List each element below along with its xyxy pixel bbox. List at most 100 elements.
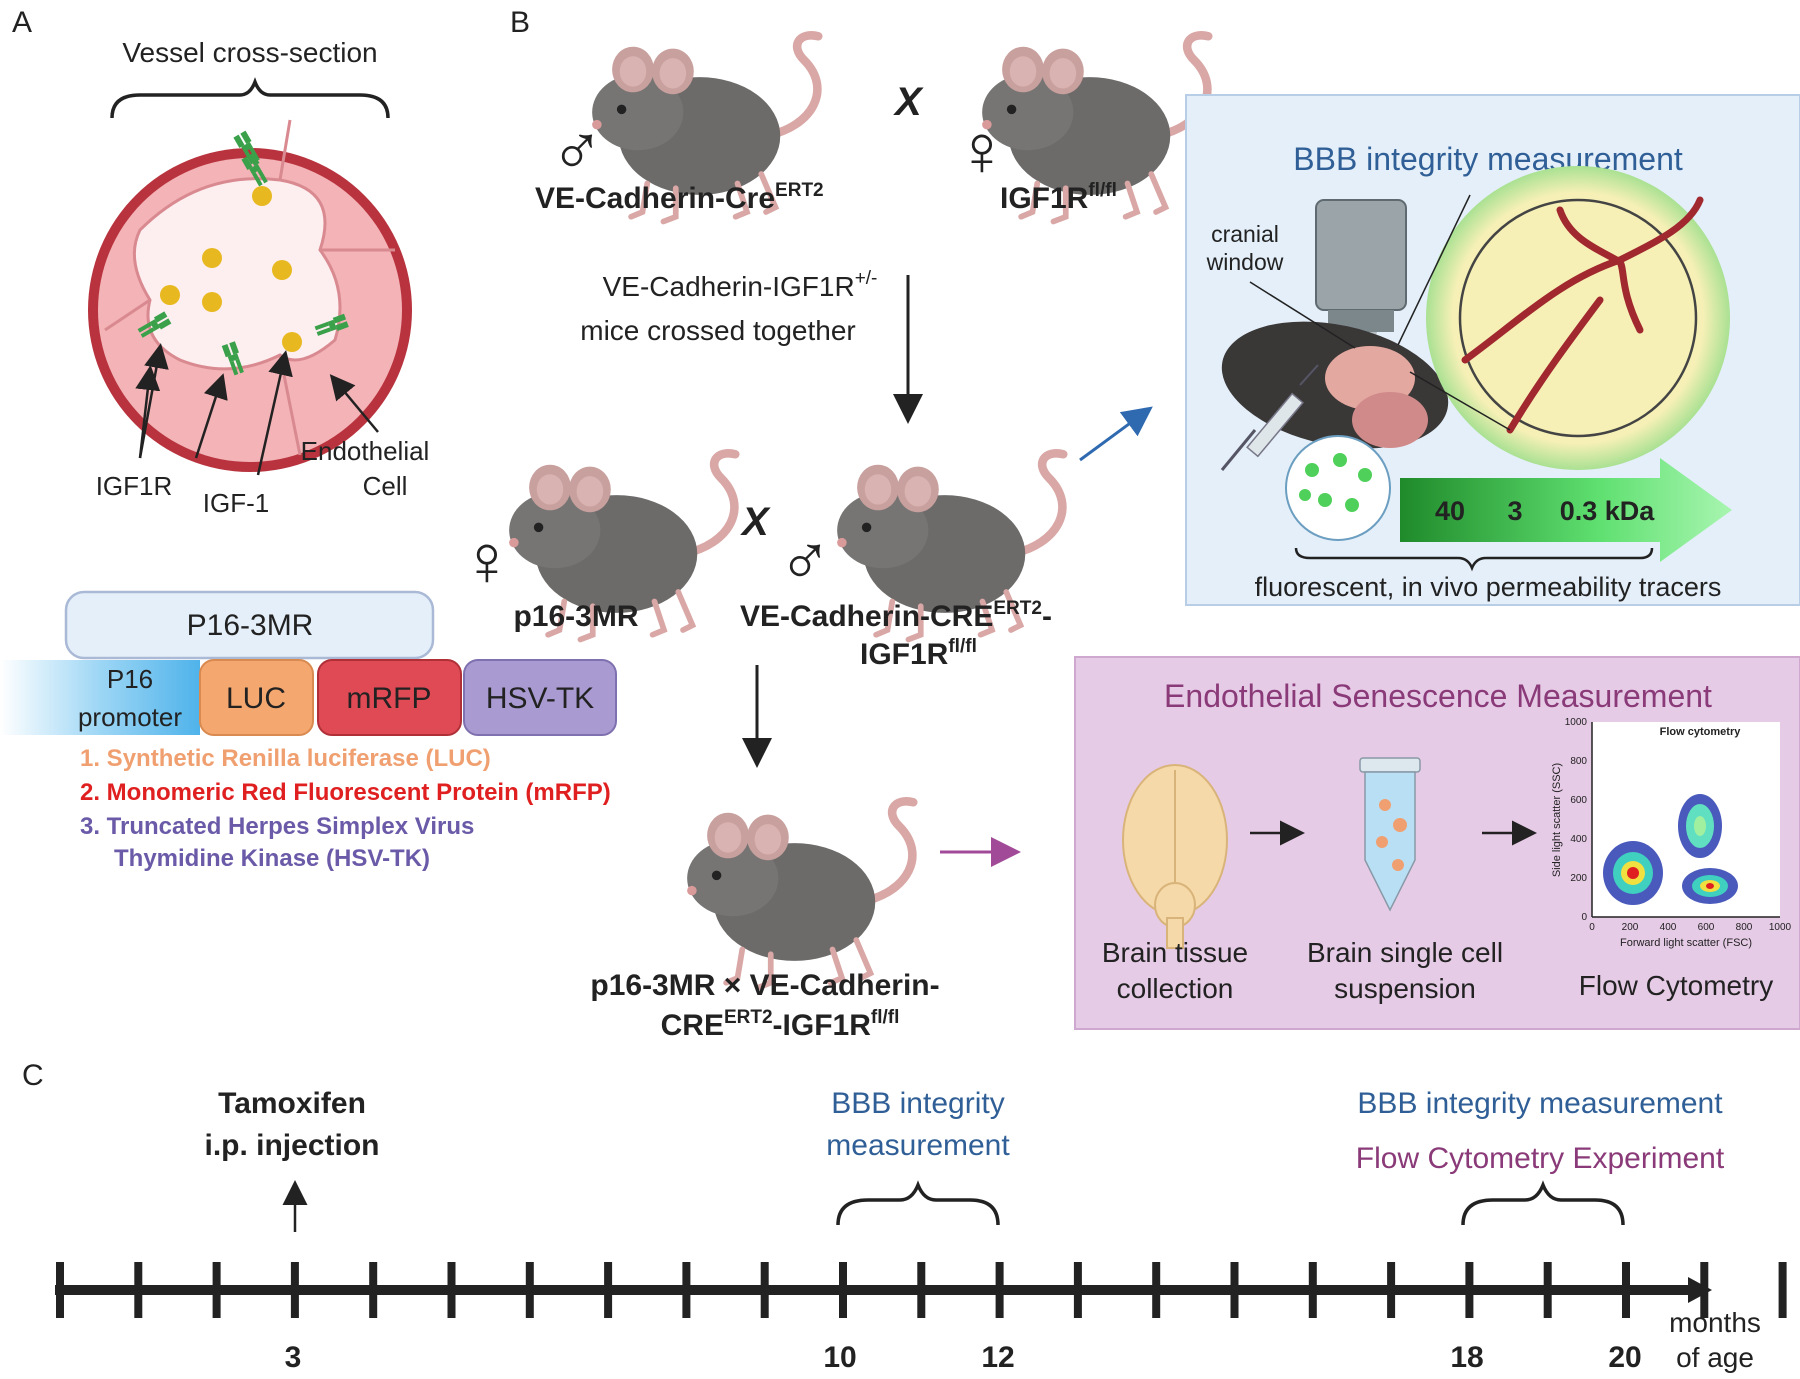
tick-label-10: 10 — [823, 1341, 856, 1374]
final-line2-sup2: fl/fl — [871, 1007, 900, 1028]
y-tick-0: 0 — [1581, 912, 1587, 923]
bbb-late-label: BBB integrity measurement — [1357, 1087, 1723, 1120]
x-tick-400: 400 — [1660, 922, 1677, 933]
timeline-tick-labels: 3 10 12 18 20 — [285, 1341, 1642, 1374]
hsvtk-label: HSV-TK — [486, 682, 594, 715]
ve-line1-sup: ERT2 — [993, 598, 1042, 619]
step2-line-1: Brain single cell — [1307, 937, 1503, 968]
cross-symbol-1: X — [893, 80, 924, 124]
tick-label-20: 20 — [1608, 1341, 1641, 1374]
cranial-label-2: window — [1206, 249, 1284, 275]
flow-plot-ylabel: Side light scatter (SSC) — [1551, 763, 1563, 877]
flow-plot-xlabel: Forward light scatter (FSC) — [1620, 937, 1752, 949]
step2-line-2: suspension — [1334, 973, 1476, 1004]
parent2-base: IGF1R — [1000, 182, 1089, 215]
parent1-sup: ERT2 — [775, 180, 824, 201]
senescence-measurement-panel: Endothelial Senescence Measurement Flow … — [1074, 656, 1800, 1030]
final-line-1: p16-3MR × VE-Cadherin- — [590, 969, 939, 1002]
promoter-label-1: P16 — [107, 664, 153, 694]
ve-line1-base: VE-Cadherin-CRE — [740, 600, 993, 633]
tracer-40: 40 — [1435, 496, 1465, 526]
x-tick-800: 800 — [1736, 922, 1753, 933]
tamoxifen-line-1: Tamoxifen — [218, 1087, 366, 1120]
luc-label: LUC — [226, 682, 286, 715]
parent2-label: IGF1Rfl/fl — [1000, 180, 1117, 215]
mouse-parent-male — [592, 35, 818, 278]
endothelial-label-2: Cell — [363, 471, 408, 501]
microscope-objective — [1315, 199, 1407, 311]
p16-promoter-box — [0, 660, 200, 735]
promoter-label-2: promoter — [78, 702, 182, 732]
y-tick-200: 200 — [1570, 873, 1587, 884]
female-symbol-1: ♀ — [955, 111, 1009, 191]
cross-note-line-2: mice crossed together — [580, 315, 855, 346]
construct-title: P16-3MR — [187, 609, 314, 642]
final-line2-b: -IGF1R — [773, 1009, 872, 1042]
final-line2-sup1: ERT2 — [724, 1007, 773, 1028]
male-symbol-2: ♂ — [778, 521, 832, 601]
tracer-caption: fluorescent, in vivo permeability tracer… — [1255, 572, 1722, 602]
igf1-label: IGF-1 — [203, 488, 269, 518]
final-line2-a: CRE — [661, 1009, 724, 1042]
igf1r-label: IGF1R — [96, 471, 173, 501]
step3-label: Flow Cytometry — [1579, 970, 1773, 1001]
y-tick-800: 800 — [1570, 756, 1587, 767]
timeline-axis — [55, 1262, 1787, 1318]
x-tick-600: 600 — [1698, 922, 1715, 933]
female-symbol-2: ♀ — [460, 521, 514, 601]
legend-item-3b: Thymidine Kinase (HSV-TK) — [114, 845, 430, 872]
step1-line-1: Brain tissue — [1102, 937, 1248, 968]
endothelial-label-1: Endothelial — [301, 436, 430, 466]
cross-symbol-2: X — [740, 500, 771, 544]
vessel-cross-section — [88, 119, 412, 472]
cross-note-line-1: VE-Cadherin-IGF1R+/- — [603, 268, 878, 302]
bbb-mid-line-2: measurement — [826, 1129, 1010, 1162]
step1-line-2: collection — [1117, 973, 1234, 1004]
late-bracket — [1461, 1180, 1625, 1226]
tick-label-3: 3 — [285, 1341, 302, 1374]
x-tick-200: 200 — [1622, 922, 1639, 933]
final-line-2: CREERT2-IGF1Rfl/fl — [661, 1007, 900, 1042]
y-tick-400: 400 — [1570, 834, 1587, 845]
hsvtk-box — [463, 659, 617, 736]
axis-unit-line-2: of age — [1676, 1342, 1754, 1373]
cross-note-sup: +/- — [855, 268, 878, 289]
vessel-label-arrows — [135, 343, 379, 476]
tick-label-12: 12 — [981, 1341, 1014, 1374]
flow-plot-title: Flow cytometry — [1660, 726, 1742, 738]
parent1-label: VE-Cadherin-CreERT2 — [535, 180, 824, 215]
parent2-sup: fl/fl — [1088, 180, 1117, 201]
flow-late-label: Flow Cytometry Experiment — [1356, 1142, 1725, 1175]
tube-icon — [1359, 757, 1421, 912]
senescence-title: Endothelial Senescence Measurement — [1164, 678, 1712, 714]
cross-note-base: VE-Cadherin-IGF1R — [603, 271, 855, 302]
ve-line-2: IGF1Rfl/fl — [860, 636, 977, 671]
flow-cytometry-plot: Flow cytometry Forward light scatter (FS… — [1551, 717, 1792, 949]
cranial-label-1: cranial — [1211, 221, 1279, 247]
panel-c-letter: C — [22, 1059, 44, 1092]
luc-box — [199, 659, 314, 736]
vessel-title: Vessel cross-section — [122, 37, 377, 68]
tick-label-18: 18 — [1450, 1341, 1483, 1374]
syringe-icon — [1220, 364, 1319, 471]
mrfp-box — [317, 659, 462, 736]
y-tick-1000: 1000 — [1565, 717, 1588, 728]
ve-line-1: VE-Cadherin-CREERT2- — [740, 598, 1052, 633]
tracer-bubble — [1285, 435, 1391, 541]
y-tick-600: 600 — [1570, 795, 1587, 806]
male-symbol-1: ♂ — [550, 111, 604, 191]
panel-a-letter: A — [12, 6, 32, 39]
mouse-parent-female — [982, 35, 1208, 278]
tracer-0-3-kda: 0.3 kDa — [1560, 496, 1656, 526]
mrfp-label: mRFP — [347, 682, 432, 715]
legend-item-2: 2. Monomeric Red Fluorescent Protein (mR… — [80, 779, 611, 806]
bbb-mid-line-1: BBB integrity — [831, 1087, 1004, 1120]
tracer-3: 3 — [1507, 496, 1522, 526]
x-tick-0: 0 — [1589, 922, 1595, 933]
parent1-base: VE-Cadherin-Cre — [535, 182, 775, 215]
cerebral-vessels — [1461, 196, 1704, 434]
bbb-mid-bracket — [836, 1180, 1000, 1226]
x-tick-1000: 1000 — [1769, 922, 1792, 933]
ve-line1-end: - — [1042, 600, 1052, 633]
